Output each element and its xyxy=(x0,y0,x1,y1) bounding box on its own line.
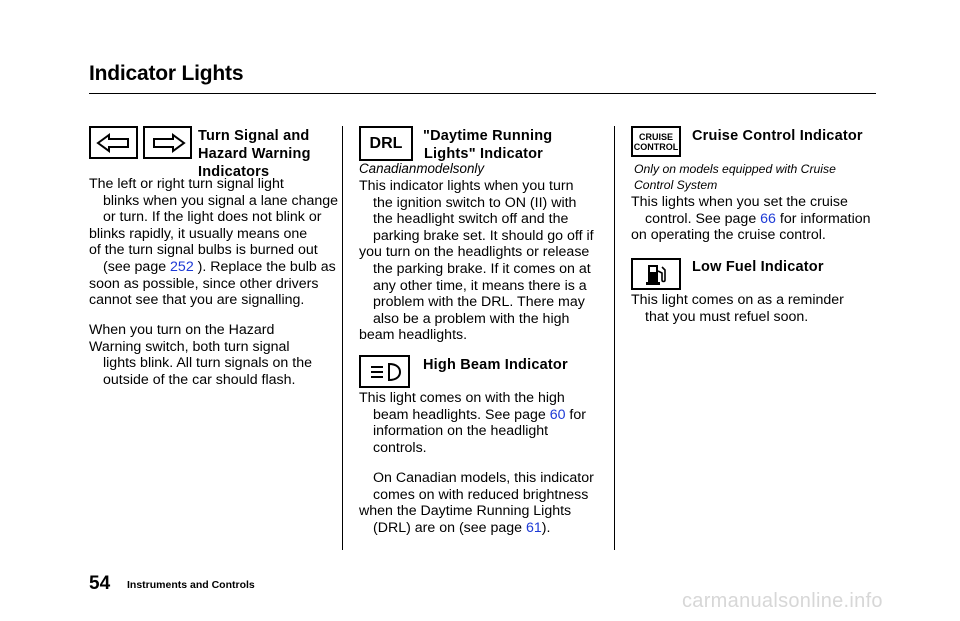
fuel-pump-icon xyxy=(631,258,681,290)
page-link-252[interactable]: 252 xyxy=(170,258,194,275)
drl-icon: DRL xyxy=(359,126,413,161)
drl-paragraph: This indicator lights when you turn the … xyxy=(359,178,594,344)
page-title: Indicator Lights xyxy=(89,62,244,85)
high-beam-heading: High Beam Indicator xyxy=(423,357,568,373)
cruise-control-icon: CRUISE CONTROL xyxy=(631,126,681,157)
low-fuel-heading: Low Fuel Indicator xyxy=(692,259,824,275)
column-divider-1 xyxy=(342,126,343,550)
page-link-66[interactable]: 66 xyxy=(760,210,776,227)
turn-signal-heading: Turn Signal and Hazard Warning Indicator… xyxy=(198,128,311,180)
page-link-60[interactable]: 60 xyxy=(549,406,566,423)
high-beam-icon xyxy=(359,355,410,388)
turn-right-arrow-icon xyxy=(143,126,192,159)
section-footer: Instruments and Controls xyxy=(127,579,255,591)
canadian-paragraph: On Canadian models, this indicator comes… xyxy=(359,470,594,536)
cruise-paragraph: This lights when you set the cruise cont… xyxy=(631,194,871,244)
drl-heading: "Daytime Running Lights" Indicator xyxy=(423,128,553,162)
watermark: carmanualsonline.info xyxy=(682,590,883,612)
hazard-paragraph: When you turn on the Hazard Warning swit… xyxy=(89,322,312,388)
turn-signal-paragraph: The left or right turn signal light blin… xyxy=(89,176,339,309)
page-link-61[interactable]: 61 xyxy=(526,519,542,536)
high-beam-paragraph: This light comes on with the high beam h… xyxy=(359,390,586,456)
column-divider-2 xyxy=(614,126,615,550)
page-number: 54 xyxy=(89,573,111,594)
cruise-note: Only on models equipped with Cruise Cont… xyxy=(634,162,836,192)
cruise-heading: Cruise Control Indicator xyxy=(692,128,863,144)
low-fuel-paragraph: This light comes on as a reminder that y… xyxy=(631,292,844,325)
title-rule xyxy=(89,93,876,94)
turn-left-arrow-icon xyxy=(89,126,138,159)
drl-note: Canadianmodelsonly xyxy=(359,161,485,176)
